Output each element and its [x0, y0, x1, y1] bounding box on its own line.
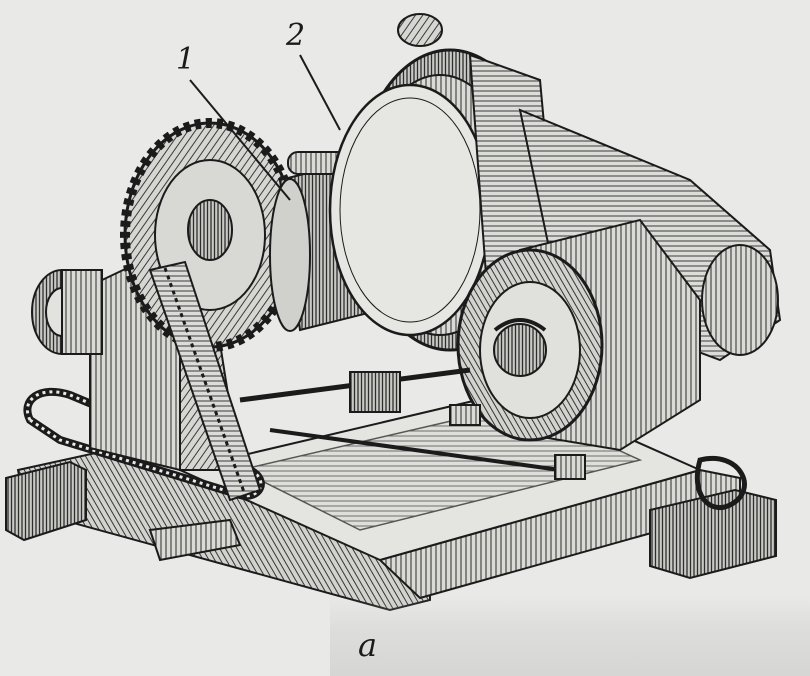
callout-2: 2	[286, 18, 306, 53]
leader-line-2	[299, 54, 341, 131]
bleed-through-text	[330, 596, 810, 676]
right-chain-loop	[694, 455, 747, 511]
leader-line-1	[189, 79, 291, 201]
drive-chain	[148, 260, 262, 502]
foot-block-left	[5, 460, 87, 542]
callout-1: 1	[176, 42, 196, 77]
electric-motor	[456, 218, 701, 452]
figure-caption: а	[358, 626, 378, 664]
auxiliary-motor	[31, 269, 103, 355]
control-linkage	[239, 367, 586, 480]
foot-block-right	[649, 488, 777, 580]
sprocket-wheel	[120, 118, 300, 352]
